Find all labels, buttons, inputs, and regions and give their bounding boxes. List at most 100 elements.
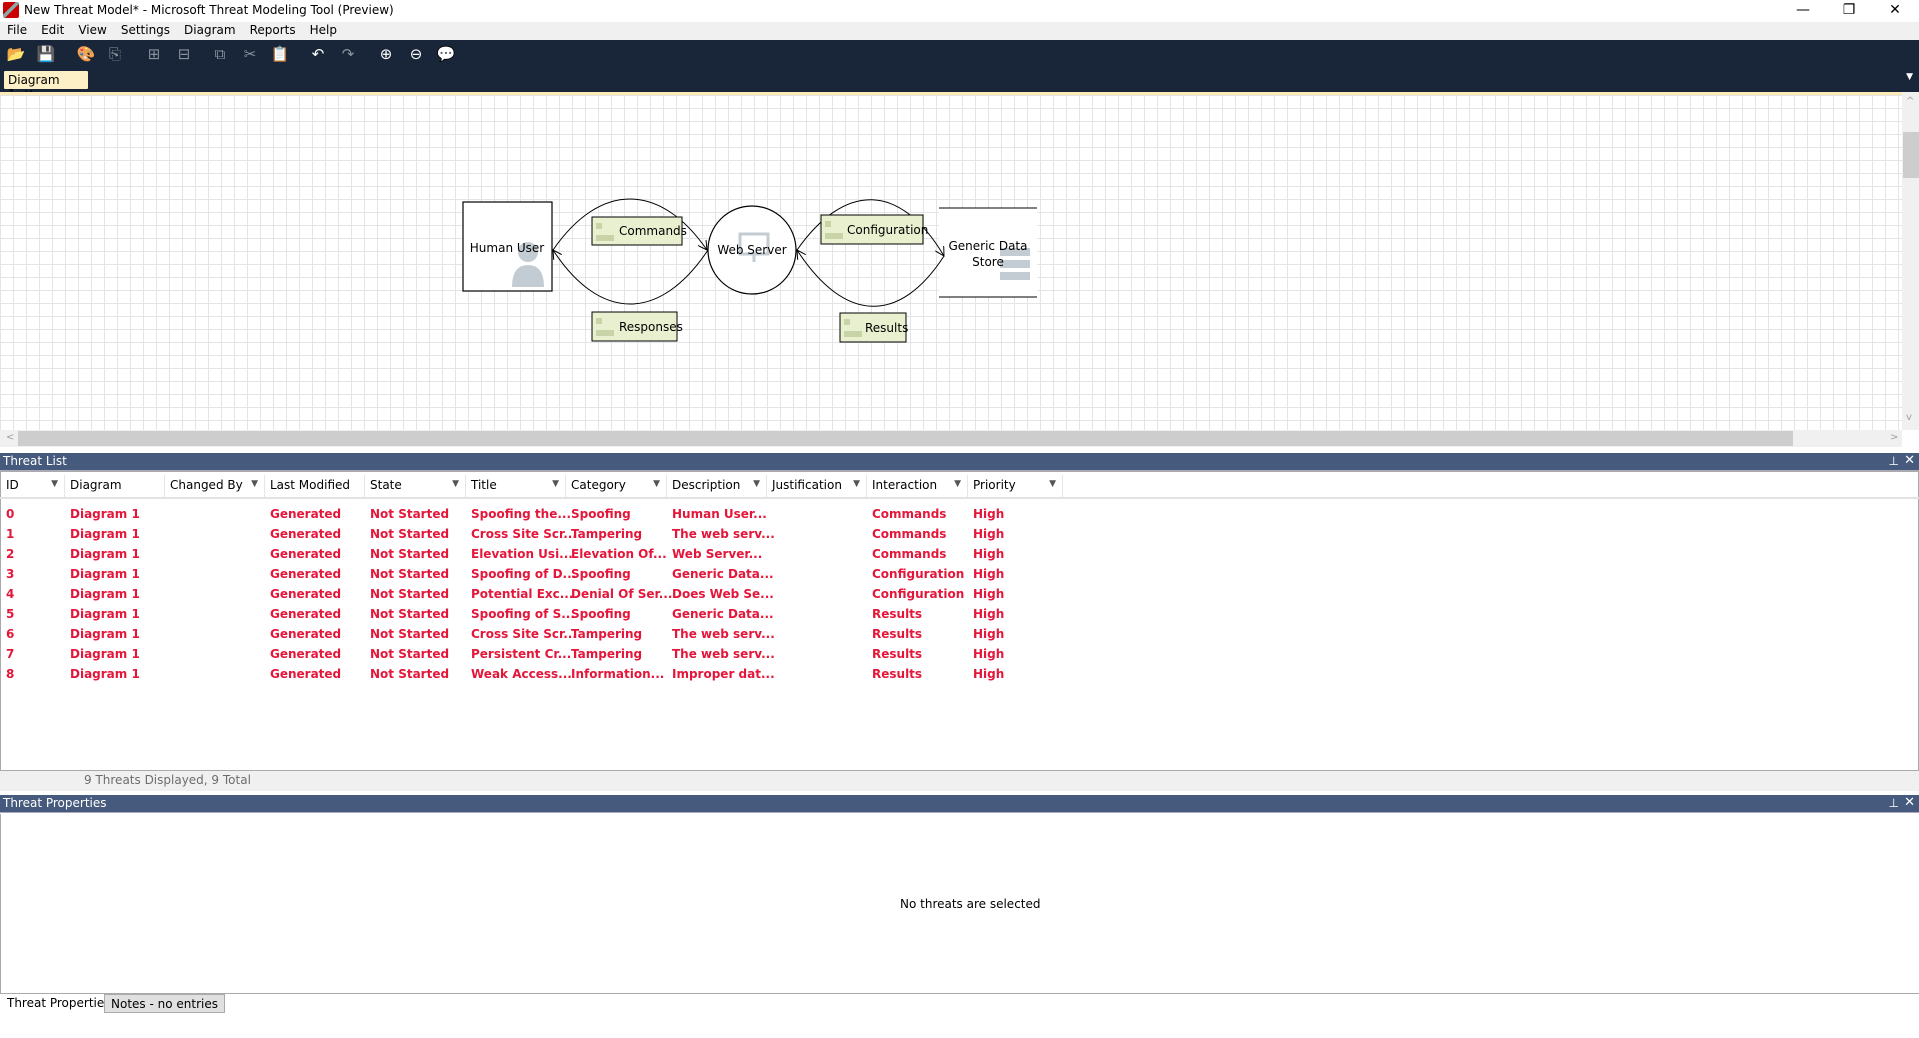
threat-cell: Cross Site Scr... (471, 527, 577, 541)
threat-cell: Configuration (872, 567, 965, 581)
close-window-button[interactable]: ✕ (1889, 2, 1901, 18)
flow-label-commands[interactable]: Commands (591, 216, 687, 246)
paste-icon[interactable]: 📋 (270, 45, 290, 63)
column-header[interactable]: Interaction▼ (867, 475, 968, 498)
zoom-out-icon[interactable]: ⊖ (409, 45, 423, 63)
cut-icon[interactable]: ✂ (243, 45, 257, 63)
threat-cell: Human User... (672, 507, 767, 521)
threat-cell: Elevation Of... (571, 547, 667, 561)
delete-diagram-icon[interactable]: ⊟ (177, 45, 191, 63)
flow-label-text: Commands (619, 224, 687, 238)
search-document-icon[interactable]: ⎘ (108, 45, 121, 63)
minimize-button[interactable]: — (1796, 2, 1810, 18)
filter-icon[interactable]: ▼ (954, 479, 961, 489)
toolbar: 📂 💾 🎨 ⎘ ⊞ ⊟ ⧉ ✂ 📋 ↶ ↷ ⊕ ⊖ 💬 (0, 40, 1919, 92)
flow-commands-arc[interactable] (552, 198, 707, 250)
filter-icon[interactable]: ▼ (753, 479, 760, 489)
filter-icon[interactable]: ▼ (251, 479, 258, 489)
threat-properties-header: Threat Properties ⊥✕ (0, 795, 1919, 813)
copy-icon[interactable]: ⧉ (214, 45, 226, 63)
human-user-element[interactable]: Human User (462, 201, 553, 292)
redo-icon[interactable]: ↷ (341, 45, 355, 63)
comment-icon[interactable]: 💬 (436, 45, 456, 63)
threat-cell: 8 (6, 667, 15, 681)
tab-threat-properties[interactable]: Threat Properties (1, 994, 117, 1013)
menu-view[interactable]: View (78, 23, 107, 37)
filter-icon[interactable]: ▼ (452, 479, 459, 489)
tab-dropdown-icon[interactable]: ▼ (1906, 72, 1913, 82)
tab-diagram-1[interactable]: Diagram 1✕ (4, 71, 88, 101)
flow-results-arc[interactable] (797, 250, 945, 307)
threat-cell: 5 (6, 607, 15, 621)
threat-cell: Commands (872, 507, 947, 521)
column-header[interactable]: Title▼ (466, 475, 566, 498)
flow-label-results[interactable]: Results (839, 312, 908, 343)
threat-cell: Generated (270, 547, 342, 561)
undo-icon[interactable]: ↶ (311, 45, 325, 63)
menu-bar: File Edit View Settings Diagram Reports Help (0, 22, 1919, 40)
threat-cell: Diagram 1 (70, 507, 140, 521)
menu-edit[interactable]: Edit (41, 23, 65, 37)
column-header[interactable]: Justification▼ (767, 475, 867, 498)
horizontal-scroll-thumb[interactable] (18, 431, 1793, 446)
restore-button[interactable]: ❐ (1842, 2, 1856, 18)
pin-icon[interactable]: ⊥ (1888, 796, 1899, 810)
threat-cell: Results (872, 607, 923, 621)
close-panel-icon[interactable]: ✕ (1904, 795, 1915, 810)
column-header[interactable]: Last Modified (265, 475, 365, 498)
column-header[interactable]: Priority▼ (968, 475, 1063, 498)
web-server-element[interactable]: Web Server (707, 205, 797, 295)
palette-icon[interactable]: 🎨 (76, 45, 96, 63)
vertical-scroll-thumb[interactable] (1903, 132, 1919, 178)
filter-icon[interactable]: ▼ (1049, 479, 1056, 489)
column-header[interactable]: Changed By▼ (165, 475, 265, 498)
threat-cell: Diagram 1 (70, 647, 140, 661)
threat-cell: High (973, 567, 1005, 581)
column-header[interactable]: Diagram (65, 475, 165, 498)
menu-help[interactable]: Help (309, 23, 337, 37)
flow-responses-arc[interactable] (553, 250, 709, 305)
tab-notes[interactable]: Notes - no entries (104, 994, 225, 1013)
menu-diagram[interactable]: Diagram (184, 23, 236, 37)
menu-reports[interactable]: Reports (249, 23, 296, 37)
threat-cell: 4 (6, 587, 15, 601)
flow-label-configuration[interactable]: Configuration (820, 214, 928, 245)
save-icon[interactable]: 💾 (36, 45, 56, 63)
threat-cell: Generic Data... (672, 567, 774, 581)
column-header[interactable]: Category▼ (566, 475, 667, 498)
column-header[interactable]: Description ▼ (667, 475, 767, 498)
threat-cell: Denial Of Ser... (571, 587, 673, 601)
generic-data-store-element[interactable]: Generic Data Store (939, 207, 1037, 298)
menu-settings[interactable]: Settings (120, 23, 171, 37)
column-header[interactable]: State▼ (365, 475, 466, 498)
open-icon[interactable]: 📂 (6, 45, 26, 63)
flow-label-text: Configuration (847, 223, 928, 237)
threat-cell: High (973, 587, 1005, 601)
menu-file[interactable]: File (7, 23, 28, 37)
column-label: Description (672, 478, 741, 492)
filter-icon[interactable]: ▼ (853, 479, 860, 489)
close-panel-icon[interactable]: ✕ (1904, 453, 1915, 468)
threat-list-title: Threat List (3, 454, 67, 468)
flow-configuration-arc[interactable] (796, 199, 944, 256)
flow-icon (844, 319, 862, 337)
filter-icon[interactable]: ▼ (552, 479, 559, 489)
threat-cell: Not Started (370, 627, 450, 641)
pin-icon[interactable]: ⊥ (1888, 454, 1899, 468)
flow-label-responses[interactable]: Responses (591, 311, 683, 342)
filter-icon[interactable]: ▼ (51, 479, 58, 489)
new-diagram-icon[interactable]: ⊞ (147, 45, 161, 63)
filter-icon[interactable]: ▼ (653, 479, 660, 489)
column-label: ID (6, 478, 19, 492)
zoom-in-icon[interactable]: ⊕ (379, 45, 393, 63)
column-header[interactable]: ID ▼ (1, 475, 65, 498)
